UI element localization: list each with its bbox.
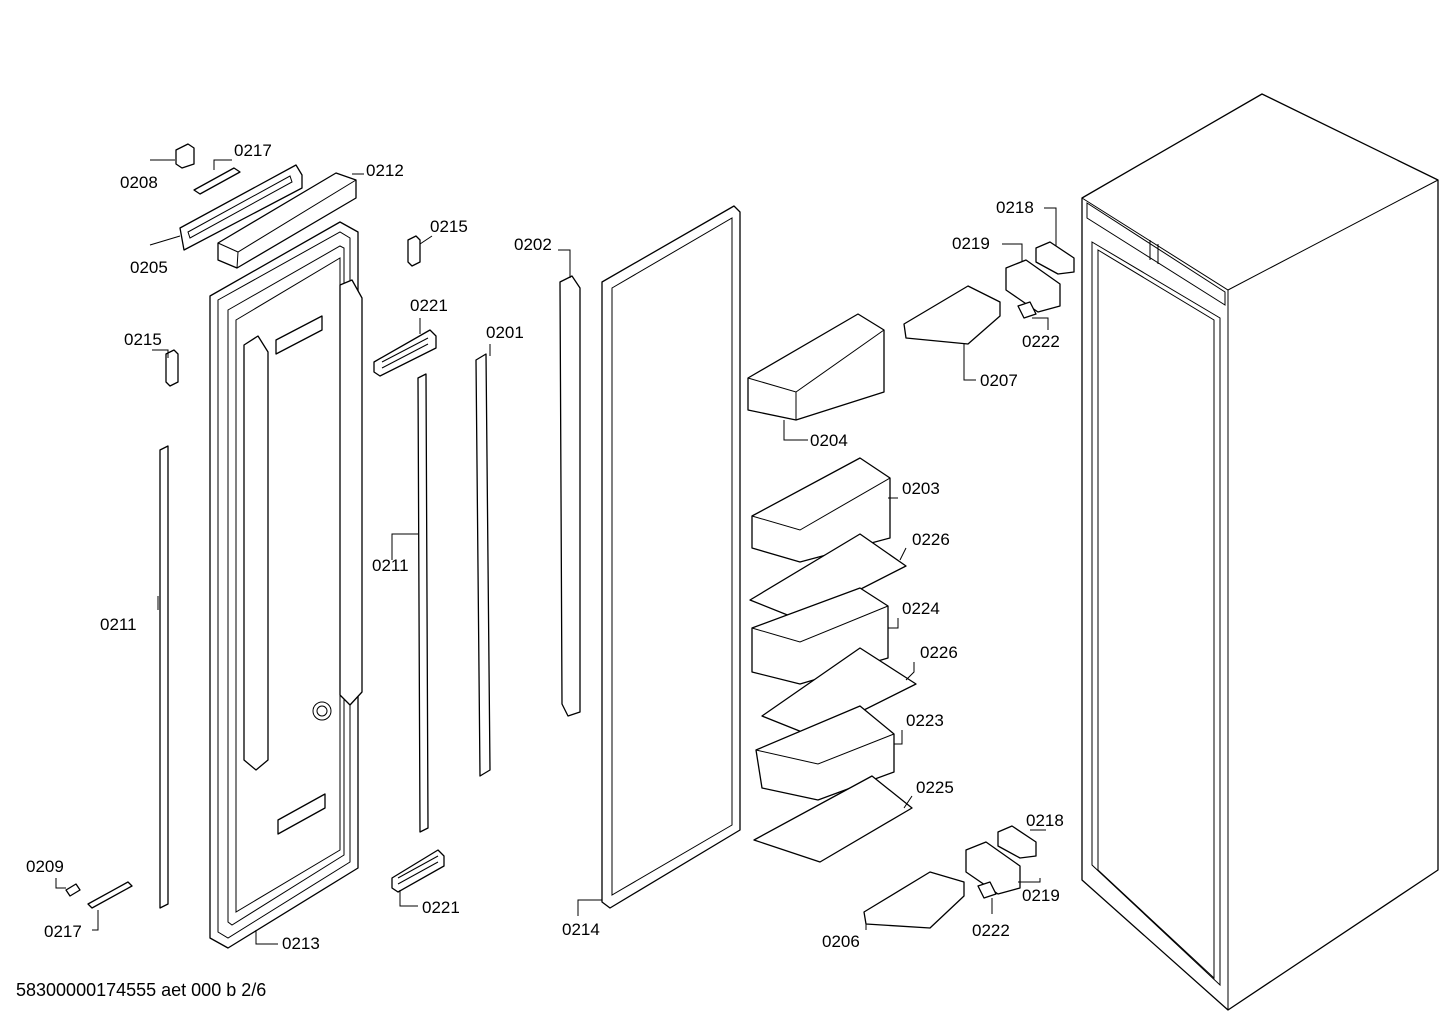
part-labels: 0208 0217 0212 0205 0215 0215 0221 0201 … (26, 141, 1064, 953)
label-0226-lower: 0226 (920, 643, 958, 662)
door-rail-0202 (559, 275, 581, 717)
hinge-bracket-0218-upper (1035, 241, 1075, 275)
label-0219-upper: 0219 (952, 234, 990, 253)
label-0222-upper: 0222 (1022, 332, 1060, 351)
bottom-strip-0217 (87, 881, 133, 909)
door-strip-left (159, 445, 169, 909)
shelf-cover-0225 (753, 775, 913, 863)
label-0217-top: 0217 (234, 141, 272, 160)
shelf-cover-0226-upper (749, 533, 907, 621)
label-0215-upper: 0215 (430, 217, 468, 236)
label-0213: 0213 (282, 934, 320, 953)
shelf-cover-0226-lower (761, 647, 917, 737)
document-code: 58300000174555 aet 000 b 2/6 (16, 980, 267, 1000)
cabinet-housing (1081, 93, 1439, 1011)
leader-lines (55, 159, 1057, 945)
label-0217-bottom: 0217 (44, 922, 82, 941)
hinge-shim-0222-lower (977, 881, 997, 899)
door-gasket (601, 205, 741, 909)
compartment-box-0204 (747, 313, 885, 421)
door-rail-0201 (475, 353, 491, 777)
vent-grille-upper (373, 329, 437, 377)
label-0201: 0201 (486, 323, 524, 342)
hinge-shim-0222-upper (1017, 301, 1037, 319)
label-0203: 0203 (902, 479, 940, 498)
label-0212: 0212 (366, 161, 404, 180)
door-strip-middle (417, 373, 429, 833)
label-0214: 0214 (562, 920, 600, 939)
label-0202: 0202 (514, 235, 552, 254)
door-shelf-0223 (755, 705, 895, 801)
label-0226-upper: 0226 (912, 530, 950, 549)
hinge-plate-0219-lower (965, 841, 1021, 895)
label-0224: 0224 (902, 599, 940, 618)
hinge-0207-upper (903, 285, 1001, 345)
top-cap-0208 (175, 143, 195, 169)
door-inner-panel (209, 221, 363, 949)
top-cover-block (217, 172, 357, 269)
label-0223: 0223 (906, 711, 944, 730)
label-0211-left: 0211 (100, 615, 137, 634)
label-0219-lower: 0219 (1022, 886, 1060, 905)
label-0221-lower: 0221 (422, 898, 460, 917)
label-0211-middle: 0211 (372, 556, 409, 575)
label-0209: 0209 (26, 857, 64, 876)
vent-grille-lower (391, 849, 445, 893)
label-0221-upper: 0221 (410, 296, 448, 315)
clip-0215-lower (165, 349, 179, 387)
label-0215-lower: 0215 (124, 330, 162, 349)
top-connector-strip (193, 167, 241, 195)
hinge-plate-0219-upper (1005, 259, 1061, 313)
label-0225: 0225 (916, 778, 954, 797)
hinge-bracket-0218-lower (997, 825, 1037, 859)
label-0218-upper: 0218 (996, 198, 1034, 217)
label-0206: 0206 (822, 932, 860, 951)
label-0222-lower: 0222 (972, 921, 1010, 940)
top-hinge-bracket (179, 164, 303, 251)
clip-0215-upper (407, 235, 421, 267)
hinge-0206-lower (863, 871, 965, 929)
label-0204: 0204 (810, 431, 848, 450)
label-0208: 0208 (120, 173, 158, 192)
label-0218-lower: 0218 (1026, 811, 1064, 830)
foot-clip-0209 (65, 883, 81, 897)
label-0207: 0207 (980, 371, 1018, 390)
label-0205: 0205 (130, 258, 168, 277)
